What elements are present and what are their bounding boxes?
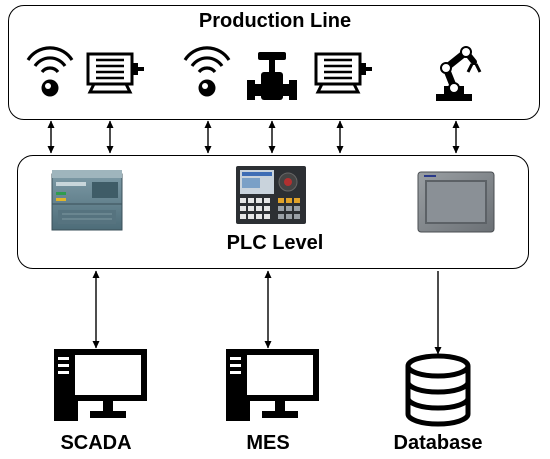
database-icon [405,353,471,427]
valve-icon [247,52,297,100]
motor-icon [314,52,372,94]
motor-icon [86,52,144,94]
wireless-sensor-icon [26,46,74,97]
link-arrows [47,120,460,355]
scada-label: SCADA [60,432,132,454]
computer-icon [54,349,147,421]
production-line-title: Production Line [198,10,352,32]
computer-icon [226,349,319,421]
robot-arm-icon [436,46,482,101]
plc-controller-icon [51,170,123,231]
mes-label: MES [246,432,290,454]
hmi-touch-panel-icon [417,171,495,233]
wireless-sensor-icon [183,46,231,97]
plc-level-title: PLC Level [226,232,324,254]
cnc-panel-icon [236,166,306,224]
database-label: Database [393,432,483,454]
